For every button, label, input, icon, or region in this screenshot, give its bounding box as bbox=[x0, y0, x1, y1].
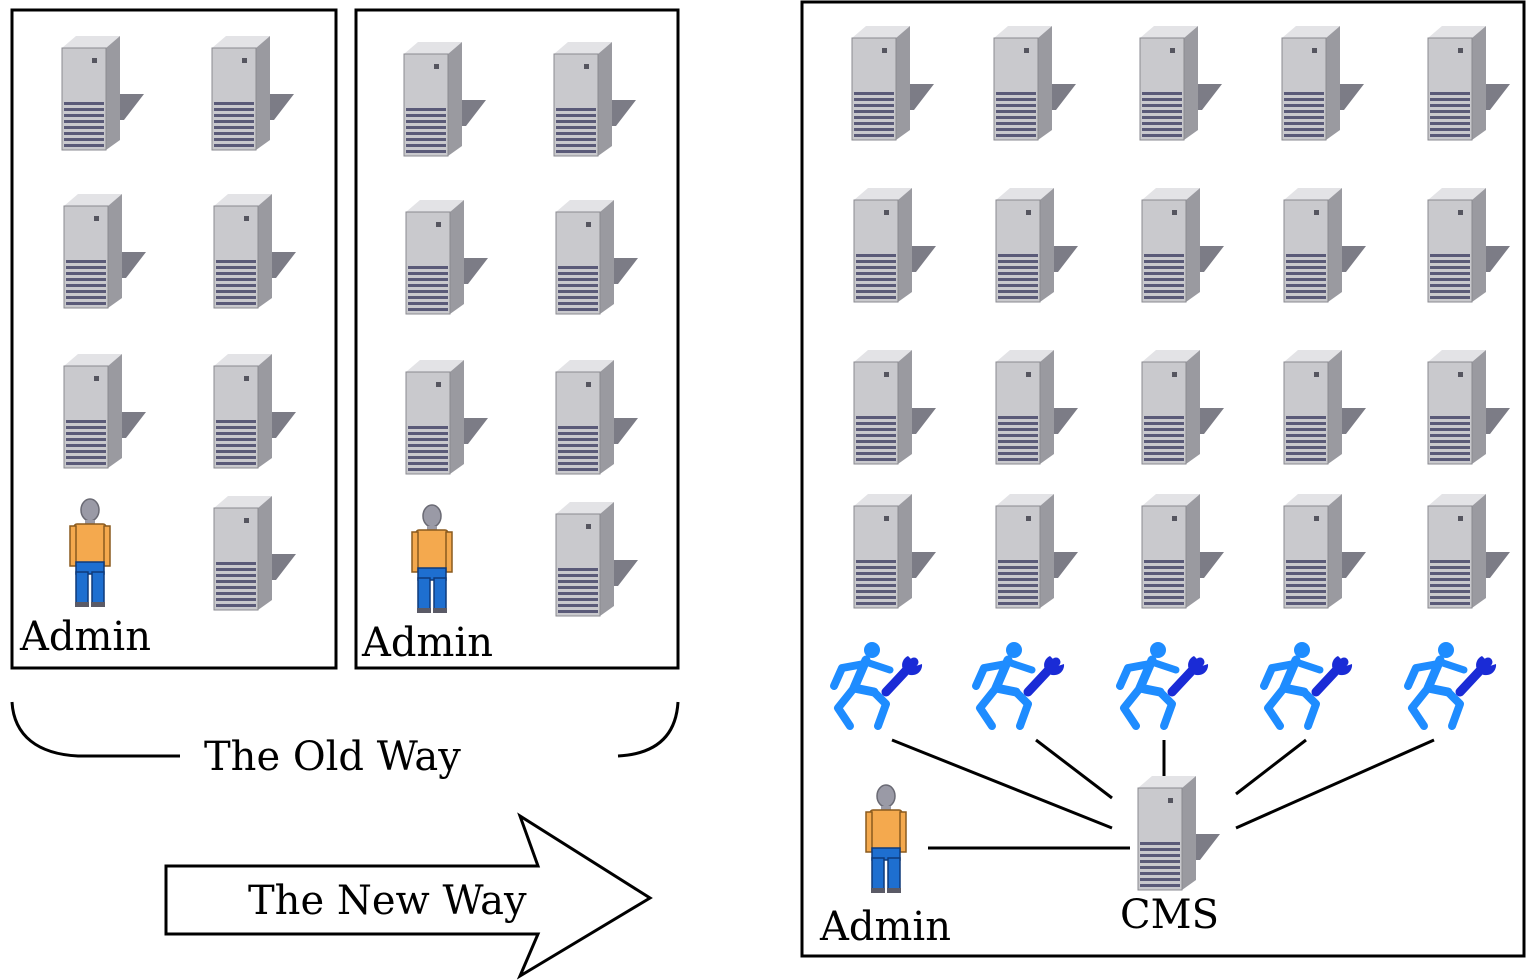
server-icon bbox=[853, 493, 937, 609]
server-icon bbox=[993, 25, 1077, 141]
cms-label: CMS bbox=[1120, 892, 1219, 938]
server-icon bbox=[1283, 493, 1367, 609]
admin-label: Admin bbox=[361, 620, 493, 666]
admin-label: Admin bbox=[19, 614, 151, 660]
server-icon bbox=[211, 35, 295, 151]
server-icon bbox=[1427, 187, 1511, 303]
maintenance-agent-icon bbox=[834, 642, 922, 726]
old-way-panel-2 bbox=[354, 8, 680, 670]
server-icon bbox=[1427, 493, 1511, 609]
cms-server-icon bbox=[1137, 775, 1221, 891]
maintenance-agent-icon bbox=[1408, 642, 1496, 726]
old-way-panel-1 bbox=[10, 8, 338, 670]
server-icon bbox=[213, 193, 297, 309]
old-way-bracket-left bbox=[10, 701, 180, 758]
server-icon bbox=[61, 35, 145, 151]
server-icon bbox=[405, 199, 489, 315]
server-icon bbox=[853, 349, 937, 465]
server-icon bbox=[1427, 349, 1511, 465]
server-icon bbox=[555, 359, 639, 475]
server-icon bbox=[63, 193, 147, 309]
new-way-arrow-label: The New Way bbox=[248, 878, 527, 924]
server-icon bbox=[1283, 349, 1367, 465]
server-icon bbox=[851, 25, 935, 141]
admin-person-icon bbox=[865, 784, 907, 894]
server-icon bbox=[995, 187, 1079, 303]
maintenance-agent-icon bbox=[1264, 642, 1352, 726]
server-icon bbox=[1283, 187, 1367, 303]
server-icon bbox=[405, 359, 489, 475]
server-icon bbox=[1141, 187, 1225, 303]
cms-connections bbox=[891, 738, 1435, 850]
server-icon bbox=[555, 501, 639, 617]
server-icon bbox=[1139, 25, 1223, 141]
admin-person-icon bbox=[69, 498, 111, 608]
server-icon bbox=[553, 41, 637, 157]
server-icon bbox=[995, 349, 1079, 465]
server-icon bbox=[995, 493, 1079, 609]
server-icon bbox=[1141, 493, 1225, 609]
maintenance-agent-icon bbox=[976, 642, 1064, 726]
server-icon bbox=[555, 199, 639, 315]
new-way-arrow bbox=[164, 812, 653, 980]
server-icon bbox=[63, 353, 147, 469]
server-icon bbox=[403, 41, 487, 157]
new-way-panel bbox=[800, 0, 1526, 958]
old-way-bracket-right bbox=[617, 701, 680, 758]
server-icon bbox=[213, 495, 297, 611]
admin-person-icon bbox=[411, 504, 453, 614]
server-icon bbox=[1141, 349, 1225, 465]
server-icon bbox=[213, 353, 297, 469]
server-icon bbox=[853, 187, 937, 303]
old-way-caption: The Old Way bbox=[204, 734, 461, 780]
server-icon bbox=[1281, 25, 1365, 141]
maintenance-agent-icon bbox=[1120, 642, 1208, 726]
server-icon bbox=[1427, 25, 1511, 141]
admin-label: Admin bbox=[819, 904, 951, 950]
